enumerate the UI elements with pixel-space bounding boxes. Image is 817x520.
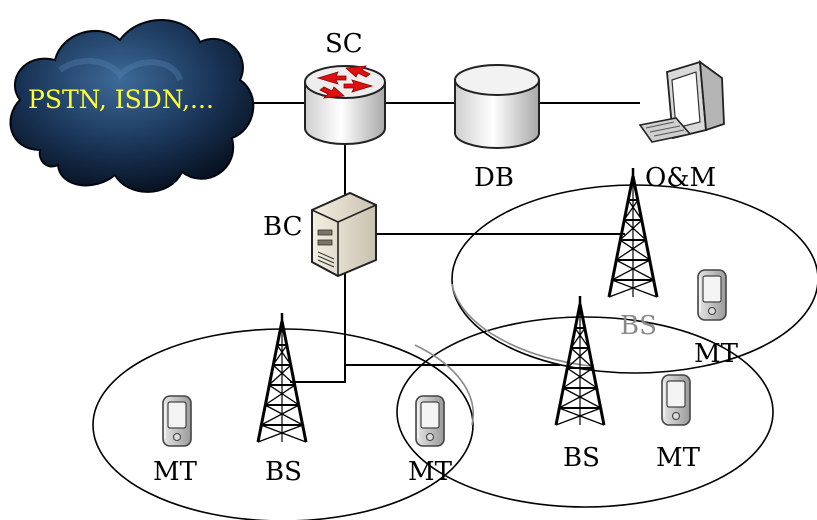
mobile-phone-icon <box>697 269 727 321</box>
cloud-icon <box>9 19 255 193</box>
switching-center: SC <box>304 29 386 145</box>
mt-bottom-right-label: MT <box>656 443 701 473</box>
bs-top-right-label: BS <box>620 311 657 341</box>
bs-top-right: BS <box>607 166 659 341</box>
mt-bottom-right: MT <box>656 374 701 473</box>
mt-top-right: MT <box>694 269 739 369</box>
bs-bottom-left: BS <box>256 311 308 487</box>
mt-top-right-label: MT <box>694 339 739 369</box>
base-controller: BC <box>263 191 377 278</box>
bs-bottom-left-label: BS <box>265 457 302 487</box>
network-links <box>235 102 640 383</box>
cloud-label: PSTN, ISDN,... <box>28 85 214 114</box>
mobile-phone-icon <box>661 374 691 426</box>
cell-overlap-faded-2 <box>414 344 475 426</box>
server-tower-icon <box>311 191 377 278</box>
database-cylinder-icon <box>454 64 540 149</box>
mt-bottom-left: MT <box>153 395 198 487</box>
mt-bottom-left-label: MT <box>153 457 198 487</box>
mobile-phone-icon <box>162 395 192 447</box>
mt-bottom-middle: MT <box>408 395 453 487</box>
cell-tower-icon <box>256 311 308 444</box>
sc-label: SC <box>325 29 363 59</box>
router-icon <box>304 65 386 145</box>
cell-bottom-right <box>396 316 774 508</box>
cell-overlap-faded <box>451 283 591 367</box>
bc-label: BC <box>263 212 302 242</box>
mt-bottom-middle-label: MT <box>408 457 453 487</box>
computer-monitor-icon <box>638 60 725 143</box>
mobile-phone-icon <box>415 395 445 447</box>
database: DB <box>454 64 540 193</box>
bs-bottom-right: BS <box>554 294 606 473</box>
link-bc-bs-bottom-left <box>290 270 346 383</box>
om-label: O&M <box>645 163 716 193</box>
db-label: DB <box>474 163 514 193</box>
operations-maintenance: O&M <box>638 60 725 193</box>
bs-bottom-right-label: BS <box>563 443 600 473</box>
cell-tower-icon <box>554 294 606 427</box>
pstn-cloud: PSTN, ISDN,... <box>9 19 255 193</box>
